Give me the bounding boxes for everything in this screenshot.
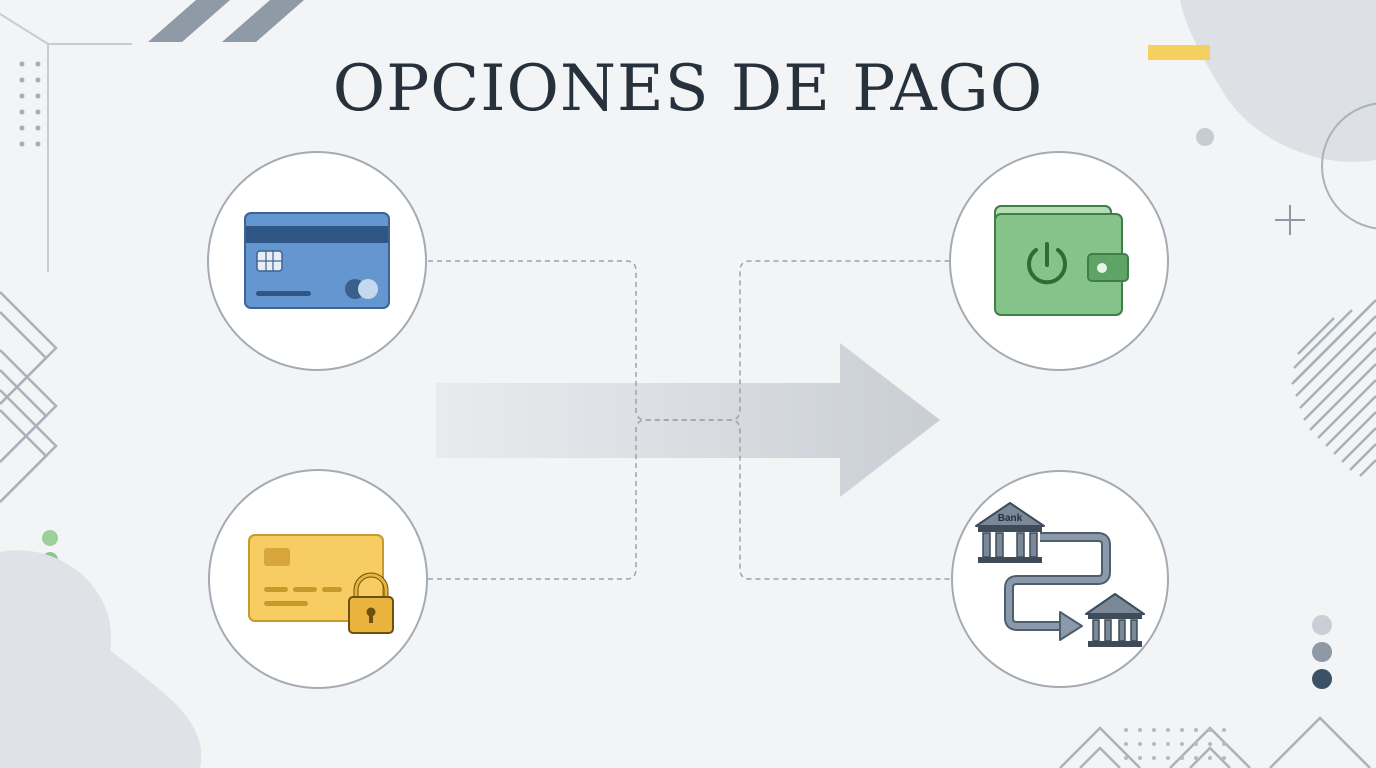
node-digital-wallet[interactable] [949, 151, 1169, 371]
node-secure-card[interactable] [208, 469, 428, 689]
locked-card-icon [248, 534, 394, 634]
credit-card-icon [244, 212, 390, 309]
bank-transfer-icon: Bank [975, 502, 1145, 647]
node-credit-card[interactable] [207, 151, 427, 371]
page-title: OPCIONES DE PAGO [332, 52, 1044, 126]
bank-label: Bank [998, 513, 1023, 524]
node-bank-transfer[interactable]: Bank [951, 470, 1169, 688]
flow-arrow [436, 343, 940, 497]
wallet-power-icon [994, 205, 1129, 316]
connector-lines [428, 260, 952, 580]
